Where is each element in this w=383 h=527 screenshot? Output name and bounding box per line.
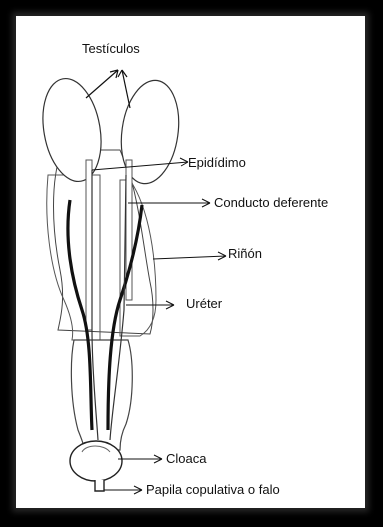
papilla — [95, 480, 104, 491]
label-papila: Papila copulativa o falo — [146, 483, 280, 497]
label-testiculos: Testículos — [82, 42, 140, 56]
label-cloaca: Cloaca — [166, 452, 206, 466]
left-vas-deferens — [92, 170, 98, 440]
central-tube — [71, 340, 132, 450]
label-rinon: Riñón — [228, 247, 262, 261]
arrow-testiculos-left — [86, 70, 118, 98]
label-conducto-deferente: Conducto deferente — [214, 196, 328, 210]
left-epididymis — [86, 160, 92, 330]
label-epididimo: Epidídimo — [188, 156, 246, 170]
arrow-rinon — [153, 256, 226, 259]
cloaca — [70, 441, 122, 481]
label-ureter: Uréter — [186, 297, 222, 311]
